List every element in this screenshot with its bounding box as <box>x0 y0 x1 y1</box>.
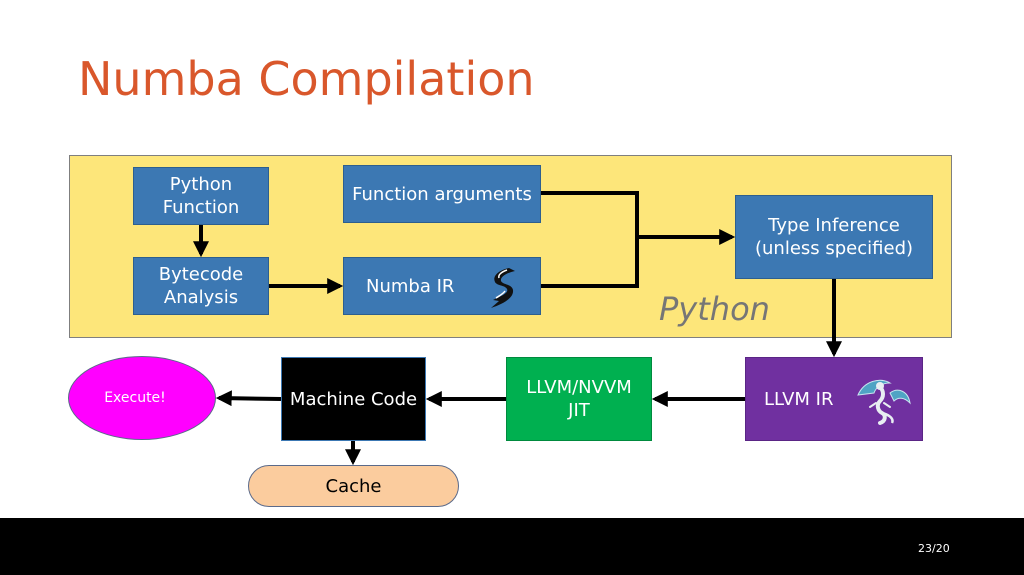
numba-ir-box: Numba IR <box>343 257 541 315</box>
machine-code-box: Machine Code <box>281 357 426 441</box>
execute-ellipse: Execute! <box>68 356 216 440</box>
llvm-nvvm-jit-box: LLVM/NVVM JIT <box>506 357 652 441</box>
llvm-dragon-icon <box>850 373 912 427</box>
type-inference-box: Type Inference (unless specified) <box>735 195 933 279</box>
function-arguments-box: Function arguments <box>343 165 541 223</box>
numba-ir-label: Numba IR <box>366 275 455 297</box>
execute-label: Execute! <box>104 390 166 406</box>
bytecode-analysis-box: Bytecode Analysis <box>133 257 269 315</box>
python-region-label: Python <box>659 290 770 328</box>
arrow-machine-code-to-execute <box>215 390 282 407</box>
llvm-ir-label: LLVM IR <box>764 388 834 410</box>
cache-ellipse: Cache <box>248 465 459 507</box>
numba-logo-icon <box>485 265 525 309</box>
bottom-bar <box>0 518 1024 575</box>
slide-title: Numba Compilation <box>78 52 535 106</box>
llvm-ir-box: LLVM IR <box>745 357 923 441</box>
python-function-box: Python Function <box>133 167 269 225</box>
page-number: 23/20 <box>918 542 950 555</box>
